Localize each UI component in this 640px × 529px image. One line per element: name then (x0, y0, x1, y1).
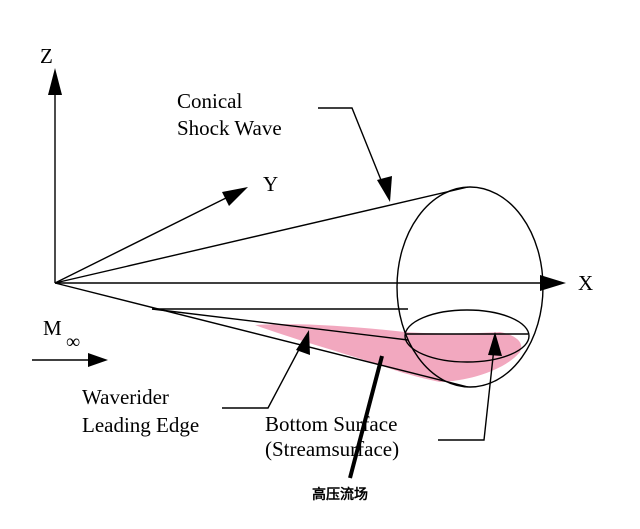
x-axis-arrowhead (540, 275, 566, 291)
bottom-surface-leader (438, 347, 495, 441)
waverider-inner-line (151, 308, 409, 341)
shock-wave-leader-arrowhead (377, 176, 392, 202)
conical-shock-wave-label-line1: Conical (177, 89, 242, 113)
high-pressure-leader (348, 355, 384, 479)
x-axis-label: X (578, 271, 593, 295)
leading-edge-leader (222, 339, 305, 409)
leading-edge-leader-arrowhead (296, 330, 310, 355)
cone-lower-line (54, 282, 469, 388)
cone-upper-line (54, 186, 469, 284)
cone-base-ellipse (396, 186, 544, 388)
high-pressure-flow-label: 高压流场 (312, 486, 368, 503)
high-pressure-region (255, 324, 522, 382)
y-axis-label: Y (263, 172, 278, 196)
z-axis-label: Z (40, 44, 53, 68)
y-axis (54, 194, 233, 284)
freestream-arrowhead (88, 353, 108, 367)
bottom-surface-label-line1: Bottom Surface (265, 412, 397, 436)
waverider-label-line2: Leading Edge (82, 413, 199, 437)
bottom-surface-leader-arrowhead (488, 332, 502, 356)
bottom-surface-label-line2: (Streamsurface) (265, 437, 399, 461)
z-axis-arrowhead (48, 68, 62, 95)
mach-subscript: ∞ (66, 331, 80, 353)
mach-symbol: M (43, 316, 62, 340)
streamsurface-ellipse (404, 309, 530, 363)
conical-shock-wave-label-line2: Shock Wave (177, 116, 282, 140)
shock-wave-leader (318, 107, 386, 191)
y-axis-arrowhead (222, 187, 248, 206)
waverider-label-line1: Waverider (82, 385, 169, 409)
